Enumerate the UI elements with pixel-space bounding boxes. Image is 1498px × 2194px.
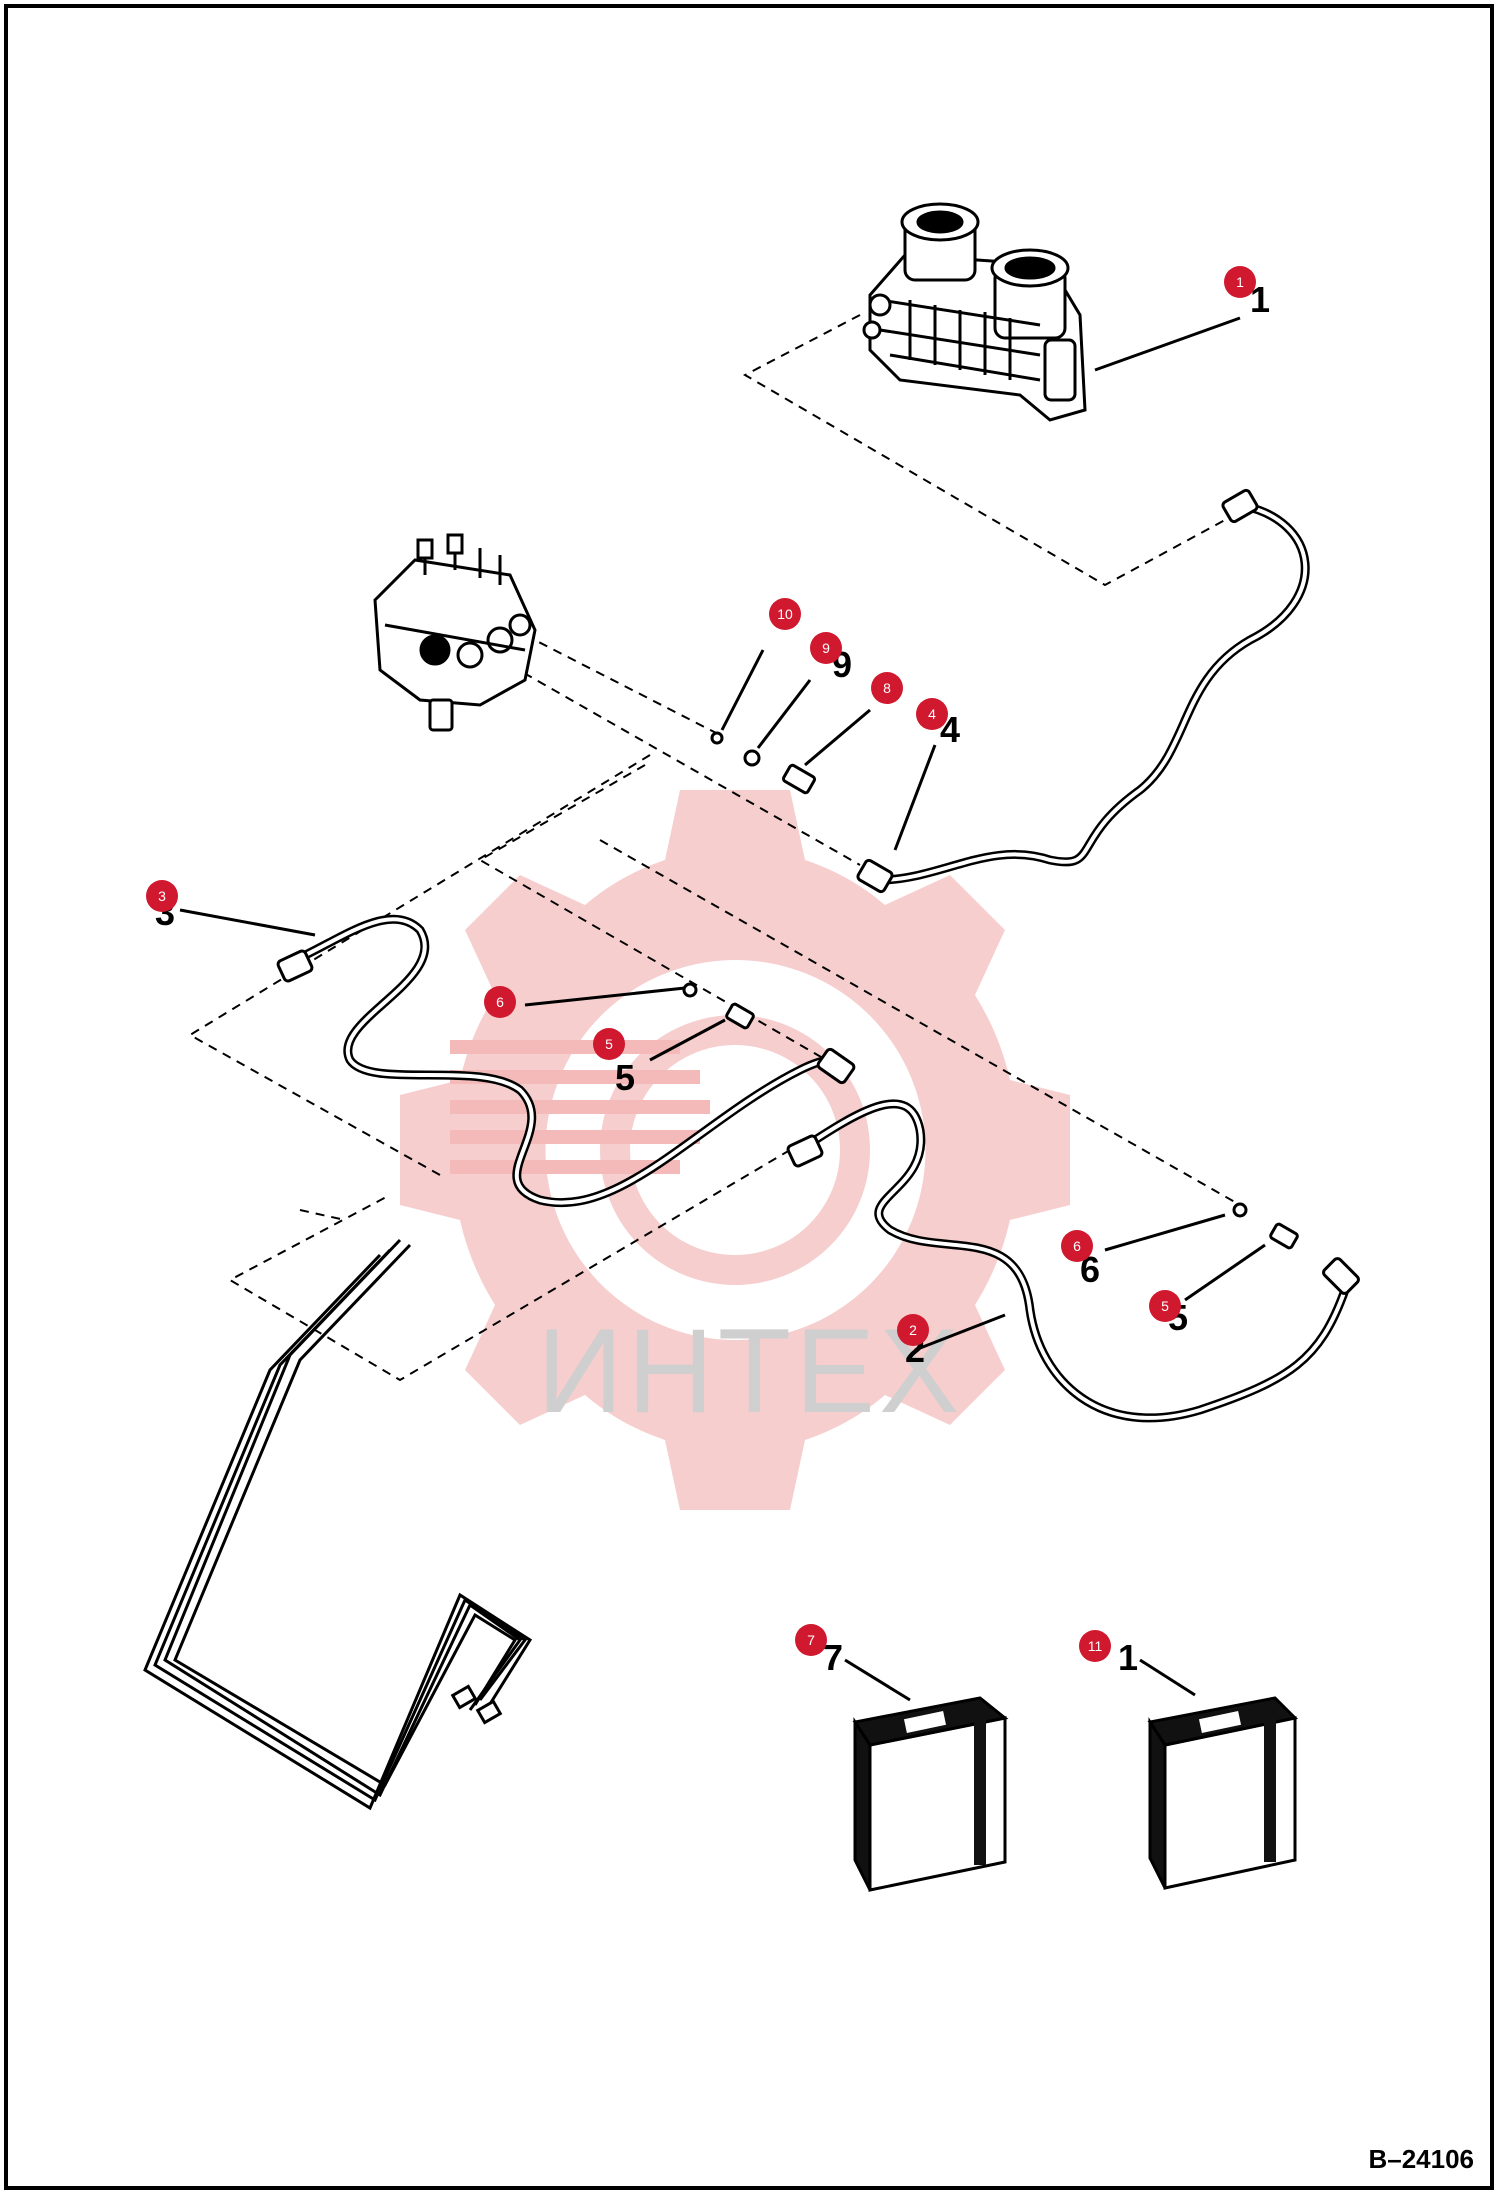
drawn-number-5-left: 5 bbox=[615, 1057, 635, 1098]
callout-7[interactable]: 7 bbox=[795, 1624, 827, 1656]
svg-text:11: 11 bbox=[1088, 1638, 1103, 1654]
kit-box-11 bbox=[1147, 1696, 1299, 1890]
hose-fittings bbox=[276, 488, 1360, 1295]
svg-text:3: 3 bbox=[158, 888, 166, 904]
callout-8[interactable]: 8 bbox=[871, 672, 903, 704]
callout-3[interactable]: 3 bbox=[146, 880, 178, 912]
callout-5-left[interactable]: 5 bbox=[593, 1028, 625, 1060]
tube-bundle bbox=[143, 1238, 533, 1811]
callout-11[interactable]: 11 bbox=[1079, 1630, 1111, 1662]
svg-text:6: 6 bbox=[496, 994, 504, 1010]
kit-box-7 bbox=[852, 1696, 1009, 1892]
drawn-number-11: 1 bbox=[1118, 1637, 1138, 1678]
svg-text:4: 4 bbox=[928, 706, 936, 722]
svg-text:8: 8 bbox=[883, 680, 891, 696]
callout-5-right[interactable]: 5 bbox=[1149, 1290, 1181, 1322]
watermark-text: ИНТЕХ bbox=[537, 1304, 963, 1438]
callout-markers: 1 10 9 8 4 3 6 5 bbox=[146, 266, 1256, 1662]
small-fittings bbox=[682, 731, 1299, 1250]
svg-text:5: 5 bbox=[1161, 1298, 1169, 1314]
part-leader-lines bbox=[179, 316, 1266, 1702]
drawn-number-7: 7 bbox=[823, 1637, 843, 1678]
hoses-inner bbox=[293, 503, 1347, 1420]
svg-text:7: 7 bbox=[807, 1632, 815, 1648]
svg-text:10: 10 bbox=[777, 606, 793, 622]
control-valve-large bbox=[862, 202, 1087, 422]
svg-text:6: 6 bbox=[1073, 1238, 1081, 1254]
control-valve-small bbox=[373, 533, 537, 732]
svg-text:2: 2 bbox=[909, 1322, 917, 1338]
callout-10[interactable]: 10 bbox=[769, 598, 801, 630]
drawing-code: B–24106 bbox=[1368, 2144, 1474, 2174]
callout-1[interactable]: 1 bbox=[1224, 266, 1256, 298]
callout-2[interactable]: 2 bbox=[897, 1314, 929, 1346]
callout-6-right[interactable]: 6 bbox=[1061, 1230, 1093, 1262]
callout-4[interactable]: 4 bbox=[916, 698, 948, 730]
callout-6-left[interactable]: 6 bbox=[484, 986, 516, 1018]
svg-text:9: 9 bbox=[822, 640, 830, 656]
svg-text:5: 5 bbox=[605, 1036, 613, 1052]
svg-text:1: 1 bbox=[1236, 274, 1244, 290]
drawn-number-1: 1 bbox=[1250, 279, 1270, 320]
callout-9[interactable]: 9 bbox=[810, 632, 842, 664]
